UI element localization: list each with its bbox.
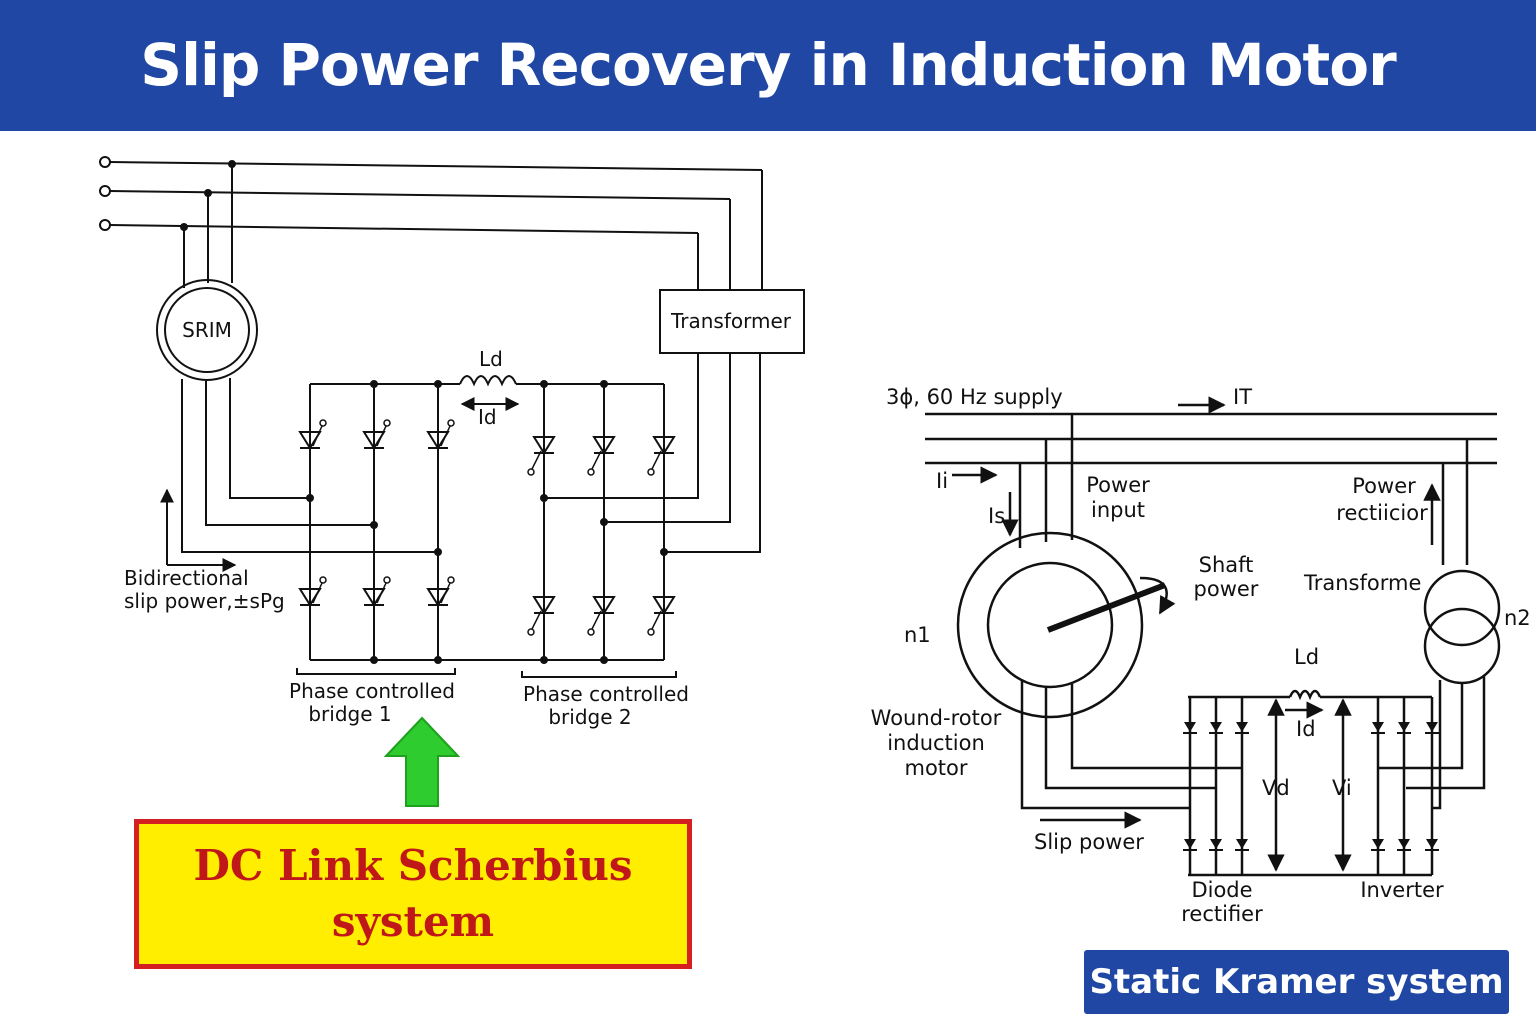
diode-rectifier-label-1: Diode (1191, 878, 1252, 902)
speed-n1-label: n1 (904, 623, 931, 647)
transformer-coil-1 (1423, 569, 1501, 647)
kramer-diodes (1182, 721, 1440, 851)
bridge1-label-1: Phase controlled (289, 679, 455, 703)
slip-power-label-right: Slip power (1034, 830, 1144, 854)
kramer-circuit (925, 396, 1501, 877)
kramer-current-label: Id (1296, 717, 1316, 741)
motor-label-3: motor (904, 756, 967, 780)
diode-rectifier-label-2: rectifier (1181, 902, 1263, 926)
srim-label: SRIM (182, 318, 232, 342)
power-input-label-1: Power (1086, 473, 1150, 497)
supply-line-3 (109, 224, 699, 234)
scherbius-label: DC Link Scherbius system (193, 841, 633, 946)
slip-power-label: slip power,±sPg (124, 589, 285, 613)
kramer-inductor (1288, 689, 1322, 701)
shaft-power-label-2: power (1194, 577, 1259, 601)
power-input-label-2: input (1091, 498, 1145, 522)
current-label: Id (478, 405, 497, 429)
bridge1-label-2: bridge 1 (308, 702, 391, 726)
kramer-callout: Static Kramer system (1084, 950, 1509, 1014)
vi-label: Vi (1332, 776, 1352, 800)
title-banner: Slip Power Recovery in Induction Motor (0, 0, 1536, 131)
motor-label-2: induction (887, 731, 985, 755)
transformer-label-right: Transforme (1303, 571, 1421, 595)
scherbius-circuit (99, 156, 805, 678)
inductor-label: Ld (479, 347, 503, 371)
power-rectifier-label-1: Power (1352, 474, 1416, 498)
green-up-arrow-icon (384, 716, 460, 807)
bridge2-thyristors (527, 436, 675, 636)
total-current-label: IT (1233, 385, 1252, 409)
supply-line-2 (109, 190, 731, 200)
transformer-label: Transformer (670, 309, 792, 333)
srim-outer (156, 279, 258, 381)
supply-line-1 (109, 161, 763, 171)
input-current-label: Ii (936, 469, 948, 493)
bridge1-thyristors (299, 419, 455, 606)
speed-n2-label: n2 (1504, 606, 1531, 630)
supply-label: 3ϕ, 60 Hz supply (886, 385, 1063, 409)
inverter-label: Inverter (1360, 878, 1444, 902)
transformer-box (659, 289, 805, 354)
scherbius-callout: DC Link Scherbius system (134, 819, 692, 969)
wound-rotor-motor (956, 531, 1144, 719)
page-title: Slip Power Recovery in Induction Motor (140, 31, 1396, 99)
power-rectifier-label-2: rectiicior (1336, 501, 1428, 525)
bridge2-label-1: Phase controlled (523, 682, 689, 706)
kramer-label: Static Kramer system (1089, 962, 1504, 1002)
circuit-diagrams: SRIM Transformer Ld Id Bidirectional sli… (99, 156, 1531, 926)
bridge2-label-2: bridge 2 (548, 705, 631, 729)
stator-current-label: Is (988, 504, 1005, 528)
vd-label: Vd (1262, 776, 1290, 800)
dc-link-inductor (459, 375, 517, 387)
motor-label-1: Wound-rotor (871, 706, 1002, 730)
shaft-power-label-1: Shaft (1199, 553, 1254, 577)
kramer-inductor-label: Ld (1294, 645, 1319, 669)
bidirectional-label: Bidirectional (124, 566, 249, 590)
